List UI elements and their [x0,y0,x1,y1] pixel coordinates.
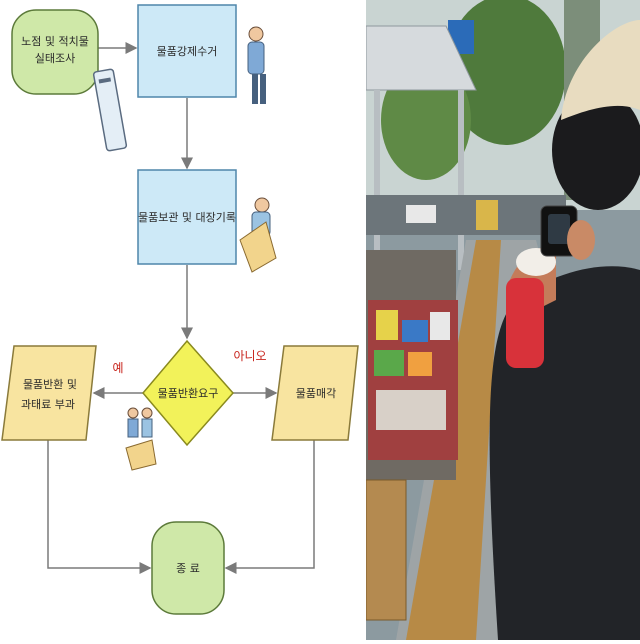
decision-label: 물품반환요구 [158,387,219,400]
sell-box [271,345,359,441]
street-photo-svg [366,0,640,640]
step-collect-label: 물품강제수거 [157,45,218,58]
flowchart-panel: 노점 및 적치물 실태조사 물품강제수거 물품보관 및 대장기록 물품반환요구 [1,4,359,615]
start-terminal [11,9,99,95]
sell-label: 물품매각 [296,387,336,400]
desk-writer-icon [239,197,277,273]
worker-icon [247,26,266,104]
no-label: 아니오 [233,349,266,363]
step-collect-box [137,4,237,98]
start-label-line1: 노점 및 적치물 [21,35,89,48]
street-photo [366,0,640,640]
yes-label: 예 [112,361,123,375]
return-label-line2: 과태료 부과 [21,398,75,411]
return-box [1,345,97,441]
step-store-box [137,169,237,265]
clipboard-icon [92,68,128,152]
start-label-line2: 실태조사 [35,52,75,65]
return-label-line1: 물품반환 및 [23,378,77,391]
handover-icon [125,407,157,471]
arrow-return-to-end [47,440,152,574]
end-label: 종 료 [176,562,200,575]
decision-diamond [142,339,235,447]
end-terminal [151,521,225,615]
flowchart-svg: 노점 및 적치물 실태조사 물품강제수거 물품보관 및 대장기록 물품반환요구 [1,4,359,615]
step-store-label: 물품보관 및 대장기록 [138,211,236,224]
arrow-sell-to-end [224,440,315,574]
